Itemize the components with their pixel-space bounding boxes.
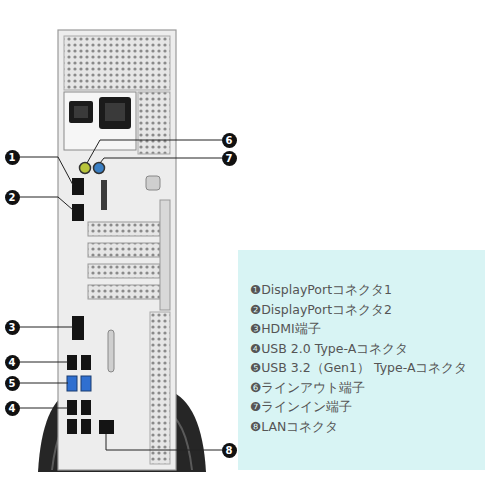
legend-item: ❽LANコネクタ bbox=[250, 417, 475, 437]
callout-number: 6 bbox=[222, 133, 237, 148]
usb3-port bbox=[67, 376, 77, 391]
leader-line bbox=[106, 434, 222, 450]
leader-line bbox=[20, 157, 73, 185]
legend-box: ❶DisplayPortコネクタ1❷DisplayPortコネクタ2❸HDMI端… bbox=[238, 250, 485, 470]
leader-line bbox=[100, 158, 222, 163]
slot-bracket bbox=[160, 200, 170, 310]
legend-item: ❼ラインイン端子 bbox=[250, 397, 475, 417]
callout-number: 3 bbox=[5, 320, 20, 335]
leader-line bbox=[20, 362, 68, 363]
side-vent bbox=[138, 92, 170, 154]
lock-loop bbox=[146, 176, 160, 190]
callout-number: 7 bbox=[222, 151, 237, 166]
callout-number: 8 bbox=[222, 443, 237, 458]
hdmi-port bbox=[72, 316, 84, 340]
power-inlet bbox=[99, 97, 131, 129]
legend-item: ❸HDMI端子 bbox=[250, 319, 475, 339]
legend-item: ❹USB 2.0 Type-Aコネクタ bbox=[250, 339, 475, 359]
callout-number: 4 bbox=[5, 401, 20, 416]
legend-item: ❺USB 3.2（Gen1） Type-Aコネクタ bbox=[250, 358, 475, 378]
leader-line bbox=[87, 140, 222, 163]
leader-line bbox=[20, 327, 73, 328]
usb2-port bbox=[67, 400, 77, 415]
callout-number: 5 bbox=[5, 376, 20, 391]
expansion-slot bbox=[88, 264, 160, 278]
power-outlet-inner bbox=[74, 106, 88, 118]
lan-port bbox=[99, 420, 114, 434]
usb2-port bbox=[67, 419, 77, 434]
usb2-port bbox=[81, 419, 91, 434]
leader-line bbox=[20, 408, 68, 409]
power-inlet-inner bbox=[105, 103, 125, 121]
line-out-jack bbox=[80, 163, 91, 174]
chassis-back bbox=[58, 30, 176, 470]
displayport-2 bbox=[72, 204, 84, 221]
slot-knockout bbox=[101, 180, 107, 210]
power-outlet bbox=[69, 101, 93, 123]
expansion-slot bbox=[88, 285, 160, 299]
leader-line bbox=[20, 383, 68, 384]
usb2-port bbox=[81, 400, 91, 415]
callout-number: 4 bbox=[5, 355, 20, 370]
legend-item: ❷DisplayPortコネクタ2 bbox=[250, 300, 475, 320]
expansion-slot bbox=[88, 243, 160, 257]
leader-line bbox=[20, 197, 73, 210]
lower-vent bbox=[150, 312, 170, 464]
top-vent bbox=[64, 36, 170, 90]
callout-number: 1 bbox=[5, 150, 20, 165]
psu-plate bbox=[64, 92, 136, 150]
legend-item: ❻ラインアウト端子 bbox=[250, 378, 475, 398]
legend-item: ❶DisplayPortコネクタ1 bbox=[250, 280, 475, 300]
expansion-slot bbox=[88, 222, 160, 236]
callout-number: 2 bbox=[5, 190, 20, 205]
usb3-port bbox=[81, 376, 91, 391]
usb2-port bbox=[81, 355, 91, 370]
usb2-port bbox=[67, 355, 77, 370]
knockout-slot bbox=[108, 330, 114, 372]
displayport-1 bbox=[72, 178, 84, 195]
line-in-jack bbox=[94, 163, 105, 174]
